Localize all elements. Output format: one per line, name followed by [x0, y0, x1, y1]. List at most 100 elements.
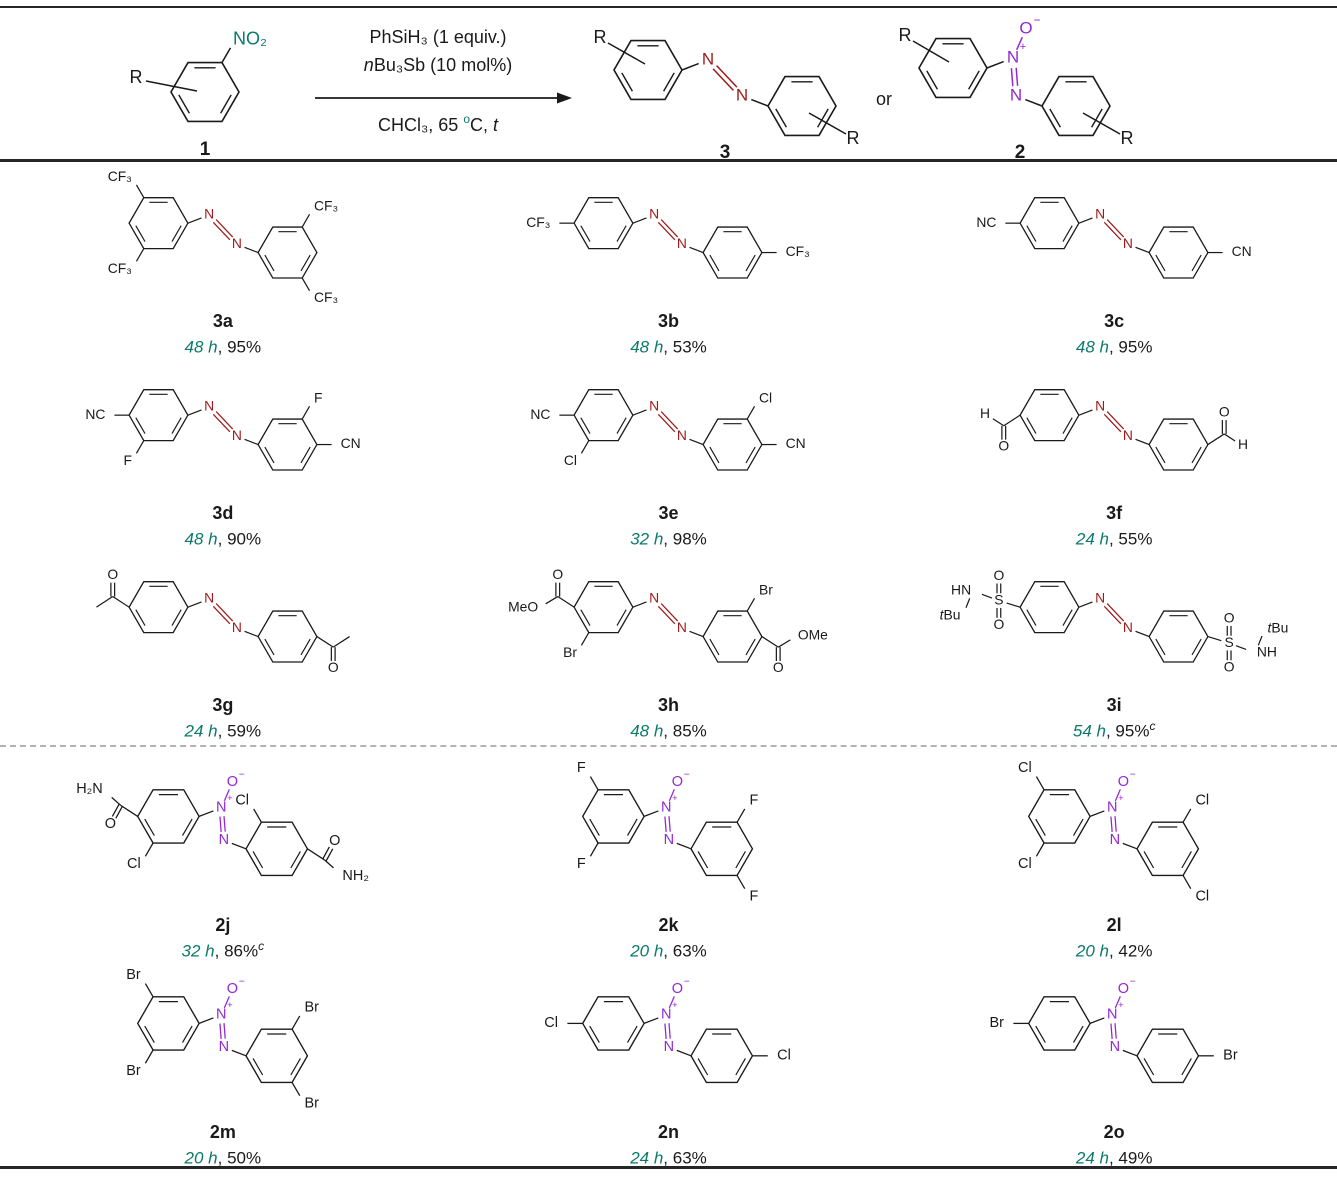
reaction-time: 24 h	[1075, 530, 1109, 549]
svg-text:2: 2	[1015, 142, 1026, 160]
svg-text:NC: NC	[531, 406, 551, 422]
compound-label: 3a	[212, 311, 233, 332]
compound-label: 3e	[658, 503, 679, 524]
caption-separator: ,	[663, 338, 673, 357]
yield-value: 42%	[1118, 942, 1153, 961]
svg-text:NC: NC	[977, 214, 997, 230]
svg-text:or: or	[876, 89, 892, 109]
compound-caption: 20 h, 42%	[1076, 936, 1153, 962]
svg-text:−: −	[684, 769, 690, 780]
svg-text:N: N	[650, 398, 660, 414]
svg-text:+: +	[673, 793, 679, 803]
svg-text:+: +	[1020, 41, 1026, 53]
svg-text:Br: Br	[304, 1096, 319, 1112]
compound-caption: 24 h, 63%	[630, 1143, 707, 1169]
svg-text:Cl: Cl	[545, 1015, 559, 1031]
yield-value: 85%	[672, 722, 707, 741]
compound-label: 2n	[657, 1122, 679, 1143]
svg-text:O: O	[227, 981, 238, 997]
svg-text:N: N	[1123, 427, 1133, 443]
svg-text:O: O	[1224, 609, 1235, 625]
compound-caption: 20 h, 63%	[630, 936, 707, 962]
svg-text:1: 1	[200, 139, 211, 160]
svg-text:N: N	[1110, 832, 1120, 848]
svg-text:F: F	[577, 760, 586, 776]
yield-footnote: c	[1149, 719, 1156, 734]
svg-text:N: N	[204, 590, 214, 606]
top-rule	[0, 6, 1337, 8]
svg-text:O: O	[553, 566, 564, 582]
reaction-time: 32 h	[181, 942, 215, 961]
svg-text:N: N	[204, 206, 214, 222]
svg-text:N: N	[662, 800, 672, 816]
svg-text:NO₂: NO₂	[233, 28, 267, 48]
svg-text:Br: Br	[760, 581, 774, 597]
svg-text:O: O	[672, 981, 683, 997]
svg-text:O: O	[999, 438, 1010, 454]
svg-text:NH: NH	[1257, 644, 1277, 660]
caption-separator: ,	[663, 722, 673, 741]
svg-text:F: F	[750, 793, 759, 809]
compound-caption: 32 h, 86%c	[182, 936, 265, 962]
svg-text:R: R	[594, 27, 607, 47]
reaction-time: 24 h	[1075, 1149, 1109, 1168]
svg-text:N: N	[1010, 85, 1022, 104]
compound-caption: 48 h, 95%	[1076, 332, 1153, 358]
reaction-time: 48 h	[1075, 338, 1109, 357]
caption-separator: ,	[1108, 530, 1119, 549]
svg-text:Cl: Cl	[564, 452, 577, 468]
svg-text:S: S	[994, 591, 1003, 607]
yield-value: 95%	[227, 338, 262, 357]
svg-text:tBu: tBu	[940, 606, 961, 622]
compound-label: 3i	[1106, 695, 1122, 716]
svg-text:HN: HN	[951, 581, 971, 597]
svg-text:N: N	[1095, 398, 1105, 414]
caption-separator: ,	[1108, 1149, 1119, 1168]
svg-text:Br: Br	[126, 1063, 141, 1079]
svg-text:+: +	[1118, 1000, 1124, 1010]
reaction-time: 20 h	[1075, 942, 1109, 961]
svg-text:Br: Br	[304, 1000, 319, 1016]
svg-text:+: +	[1118, 793, 1124, 803]
svg-text:Cl: Cl	[1018, 856, 1032, 872]
compound-label: 3h	[657, 695, 679, 716]
svg-text:CN: CN	[1232, 243, 1252, 259]
svg-text:O: O	[329, 833, 340, 849]
compound-label: 3b	[657, 311, 679, 332]
reaction-time: 20 h	[630, 942, 664, 961]
svg-text:−: −	[239, 976, 245, 987]
yield-value: 63%	[672, 942, 707, 961]
yield-value: 90%	[227, 530, 262, 549]
svg-text:O: O	[1224, 658, 1235, 674]
svg-text:N: N	[216, 800, 226, 816]
yield-value: 53%	[672, 338, 707, 357]
svg-text:nBu₃Sb (10 mol%): nBu₃Sb (10 mol%)	[364, 55, 512, 75]
caption-separator: ,	[1105, 722, 1116, 741]
svg-text:N: N	[1123, 619, 1133, 635]
svg-text:CF₃: CF₃	[786, 243, 810, 259]
svg-text:N: N	[1107, 800, 1117, 816]
svg-text:tBu: tBu	[1268, 619, 1289, 635]
svg-text:N: N	[702, 49, 714, 68]
svg-text:N: N	[664, 1039, 674, 1055]
svg-text:O: O	[773, 659, 784, 675]
svg-text:CHCl₃, 65 oC, t: CHCl₃, 65 oC, t	[378, 112, 499, 135]
compound-label: 3g	[212, 695, 234, 716]
svg-text:N: N	[1095, 206, 1105, 222]
svg-text:N: N	[677, 619, 687, 635]
svg-text:CF₃: CF₃	[314, 289, 338, 305]
svg-text:N: N	[650, 590, 660, 606]
svg-text:F: F	[314, 389, 322, 405]
yield-value: 59%	[227, 722, 262, 741]
